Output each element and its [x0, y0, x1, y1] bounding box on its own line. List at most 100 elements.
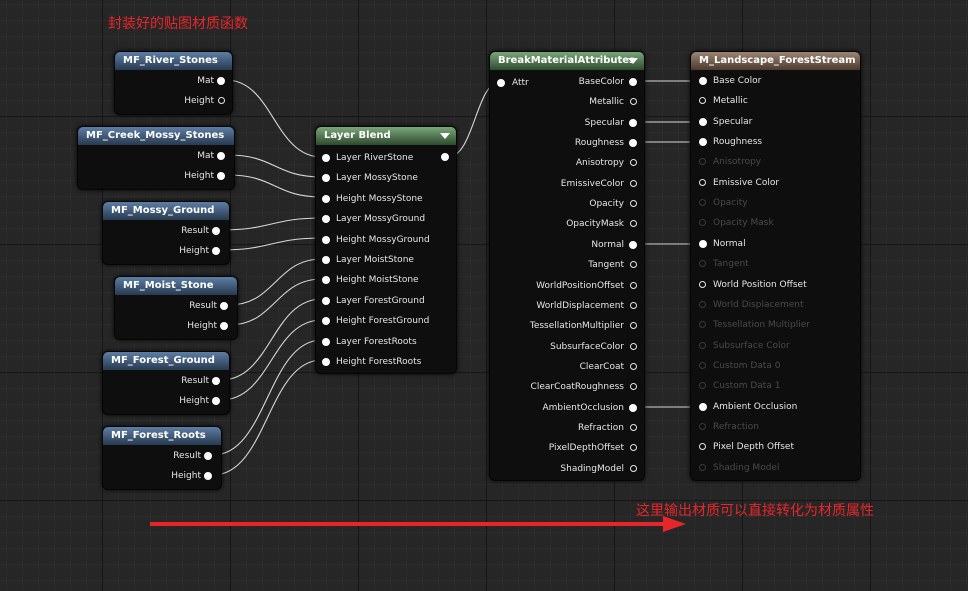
pin-label: Layer RiverStone — [336, 153, 414, 163]
input-pin-layer-riverstone[interactable] — [322, 154, 330, 162]
node-title[interactable]: Layer Blend — [316, 127, 456, 145]
output-pin-result[interactable] — [212, 227, 220, 235]
node-title[interactable]: MF_River_Stones — [115, 52, 232, 70]
input-pin-layer-moiststone[interactable] — [322, 256, 330, 264]
pin-label: Custom Data 1 — [713, 381, 781, 392]
input-pin-attr[interactable] — [497, 79, 505, 87]
output-pin-opacitymask[interactable] — [630, 220, 637, 228]
input-pin-height-mossyground[interactable] — [322, 235, 330, 244]
node-title[interactable]: MF_Creek_Mossy_Stones — [78, 127, 234, 145]
input-pin-subsurface-color[interactable] — [699, 341, 706, 349]
output-pin-pixeldepthoffset[interactable] — [630, 444, 637, 452]
output-pin-emissivecolor[interactable] — [630, 179, 637, 187]
pin-label: Height ForestRoots — [336, 357, 422, 367]
output-pin-normal[interactable] — [629, 240, 637, 249]
input-pin-layer-forestground[interactable] — [322, 296, 330, 305]
node-mf-creek-mossy-stones[interactable]: MF_Creek_Mossy_Stones Mat Height — [77, 126, 235, 190]
input-pin-opacity-mask[interactable] — [699, 219, 706, 227]
input-pin-pixel-depth-offset[interactable] — [699, 443, 706, 451]
input-pin-world-position-offset[interactable] — [699, 280, 706, 288]
output-pin-height[interactable] — [204, 472, 212, 480]
output-pin-shadingmodel[interactable] — [630, 464, 637, 472]
output-pin-roughness[interactable] — [629, 139, 637, 148]
input-pin-anisotropy[interactable] — [699, 158, 706, 166]
node-mf-forest-ground[interactable]: MF_Forest_Ground Result Height — [102, 351, 230, 415]
input-pin-height-forestroots[interactable] — [322, 358, 330, 366]
node-mf-moist-stone[interactable]: MF_Moist_Stone Result Height — [114, 276, 238, 340]
input-pin-ambient-occlusion[interactable] — [699, 402, 707, 411]
input-pin-height-mossystone[interactable] — [322, 194, 330, 203]
node-title[interactable]: MF_Moist_Stone — [115, 277, 237, 295]
output-pin-height[interactable] — [218, 97, 225, 104]
output-pin-height[interactable] — [220, 322, 228, 330]
input-pin-custom-data-0[interactable] — [699, 361, 706, 369]
output-pin-result[interactable] — [212, 377, 220, 385]
output-pin-mat[interactable] — [217, 152, 225, 160]
pin-label: Mat — [197, 151, 214, 161]
output-pin-basecolor[interactable] — [629, 78, 637, 86]
input-pin-specular[interactable] — [699, 117, 707, 126]
node-title[interactable]: MF_Forest_Roots — [103, 427, 221, 445]
input-pin-height-moiststone[interactable] — [322, 276, 330, 285]
output-pin-height[interactable] — [212, 397, 220, 405]
output-pin-height[interactable] — [212, 247, 220, 255]
output-pin-clearcoat[interactable] — [630, 362, 637, 370]
output-pin-ambientocclusion[interactable] — [629, 403, 637, 412]
input-pin-tangent[interactable] — [699, 260, 706, 268]
output-pin-mat[interactable] — [217, 77, 225, 85]
collapse-arrow-icon[interactable] — [628, 58, 638, 64]
output-pin-specular[interactable] — [629, 118, 637, 127]
input-pin-shading-model[interactable] — [699, 463, 706, 471]
input-pin-custom-data-1[interactable] — [699, 382, 706, 390]
input-pin-refraction[interactable] — [699, 422, 706, 430]
node-mf-mossy-ground[interactable]: MF_Mossy_Ground Result Height — [102, 201, 230, 265]
node-title[interactable]: BreakMaterialAttributes — [490, 52, 644, 70]
output-pin-height[interactable] — [217, 172, 225, 180]
node-title[interactable]: MF_Mossy_Ground — [103, 202, 229, 220]
input-pin-emissive-color[interactable] — [699, 178, 706, 186]
node-title[interactable]: M_Landscape_ForestStream — [691, 52, 860, 70]
input-pin-world-displacement[interactable] — [699, 300, 706, 308]
node-mf-forest-roots[interactable]: MF_Forest_Roots Result Height — [102, 426, 222, 490]
output-pin-opacity[interactable] — [630, 200, 637, 208]
output-pin-clearcoatroughness[interactable] — [630, 383, 637, 391]
input-pin-normal[interactable] — [699, 239, 707, 248]
pin-label: ClearCoatRoughness — [530, 382, 624, 393]
input-pin-layer-mossyground[interactable] — [322, 215, 330, 224]
collapse-arrow-icon[interactable] — [440, 133, 450, 139]
node-title[interactable]: MF_Forest_Ground — [103, 352, 229, 370]
node-mf-river-stones[interactable]: MF_River_Stones Mat Height — [114, 51, 233, 115]
pin-label: Layer ForestGround — [336, 295, 425, 306]
input-pin-roughness[interactable] — [699, 138, 707, 147]
pin-label: Normal — [591, 239, 624, 250]
pin-label: Roughness — [713, 137, 763, 148]
pin-label: Refraction — [713, 421, 759, 432]
output-pin[interactable] — [441, 153, 449, 161]
input-pin-opacity[interactable] — [699, 199, 706, 207]
output-pin-worlddisplacement[interactable] — [630, 301, 637, 309]
output-pin-result[interactable] — [220, 302, 228, 310]
input-pin-layer-mossystone[interactable] — [322, 174, 330, 183]
input-pin-height-forestground[interactable] — [322, 317, 330, 326]
output-pin-tessellationmultiplier[interactable] — [630, 322, 637, 330]
input-pin-layer-forestroots[interactable] — [322, 337, 330, 346]
input-pin-metallic[interactable] — [699, 97, 706, 105]
output-pin-refraction[interactable] — [630, 423, 637, 431]
pin-label: Specular — [584, 117, 624, 128]
input-pin-tessellation-multiplier[interactable] — [699, 321, 706, 329]
pin-label: Roughness — [574, 138, 624, 149]
output-pin-result[interactable] — [204, 452, 212, 460]
output-pin-subsurfacecolor[interactable] — [630, 342, 637, 350]
pin-label: EmissiveColor — [560, 178, 624, 189]
pin-label: Opacity Mask — [713, 218, 774, 229]
output-pin-tangent[interactable] — [630, 261, 637, 269]
input-pin-base-color[interactable] — [699, 77, 707, 85]
output-pin-worldpositionoffset[interactable] — [630, 281, 637, 289]
pin-label: WorldDisplacement — [536, 300, 624, 311]
pin-label: SubsurfaceColor — [550, 341, 624, 352]
output-pin-metallic[interactable] — [630, 98, 637, 106]
output-pin-anisotropy[interactable] — [630, 159, 637, 167]
